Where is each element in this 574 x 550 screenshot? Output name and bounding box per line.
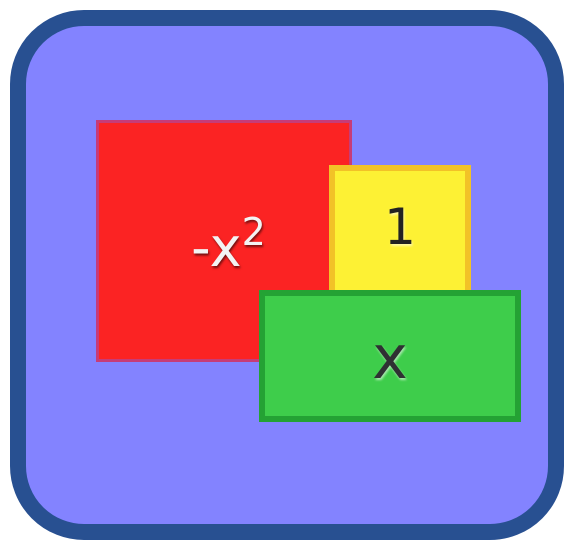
x-tile: x xyxy=(259,290,521,422)
unit-tile-label: 1 xyxy=(384,198,416,256)
x-tile-label: x xyxy=(372,323,408,393)
algebra-tiles-icon[interactable]: -x2 1 x xyxy=(10,10,564,540)
tile-exponent-text: 2 xyxy=(241,210,266,254)
negative-x-squared-label: -x2 xyxy=(191,213,266,275)
tile-base-text: -x xyxy=(191,216,241,279)
negative-x-squared-tile: -x2 xyxy=(96,120,352,362)
unit-tile: 1 xyxy=(329,165,471,297)
